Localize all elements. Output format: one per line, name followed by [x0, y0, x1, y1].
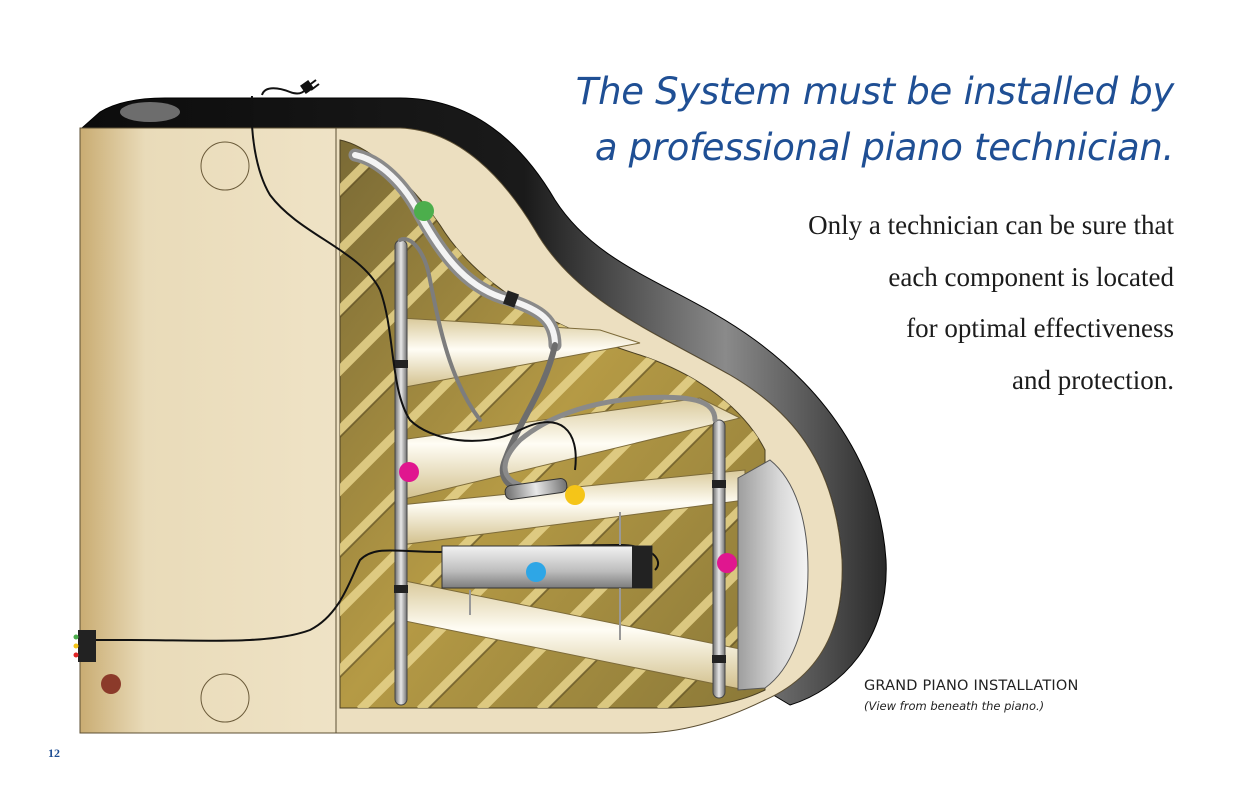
- tail-block: [737, 459, 809, 691]
- green-marker: [414, 201, 434, 221]
- figure-caption: GRAND PIANO INSTALLATION (View from bene…: [864, 676, 1194, 716]
- caption-subtitle: (View from beneath the piano.): [864, 699, 1045, 713]
- caption-title: GRAND PIANO INSTALLATION: [864, 678, 1079, 694]
- blue-marker: [526, 562, 546, 582]
- keybed: [79, 127, 343, 734]
- body-line-3: for optimal effectiveness: [906, 313, 1174, 343]
- leg-mount-top: [200, 141, 250, 191]
- status-light-panel: [73, 630, 96, 662]
- magenta-marker-right: [717, 553, 737, 573]
- body-paragraph: Only a technician can be sure that each …: [654, 200, 1174, 406]
- body-line-4: and protection.: [1012, 364, 1174, 395]
- body-line-2: each component is located: [888, 261, 1174, 292]
- headline-line-2: a professional piano technician.: [594, 126, 1174, 169]
- body-line-1: Only a technician can be sure that: [808, 210, 1174, 240]
- yellow-marker: [565, 485, 585, 505]
- dehumidifier-sensor: [504, 478, 568, 500]
- brown-marker: [101, 674, 121, 694]
- struts: [469, 512, 621, 640]
- headline: The System must be installed by a profes…: [554, 64, 1175, 176]
- support-beams: [399, 317, 746, 691]
- magenta-marker-left: [399, 462, 419, 482]
- leg-mount-bottom: [200, 673, 250, 723]
- control-box: [441, 545, 653, 589]
- headline-line-1: The System must be installed by: [575, 70, 1175, 113]
- page-number: 12: [48, 746, 60, 760]
